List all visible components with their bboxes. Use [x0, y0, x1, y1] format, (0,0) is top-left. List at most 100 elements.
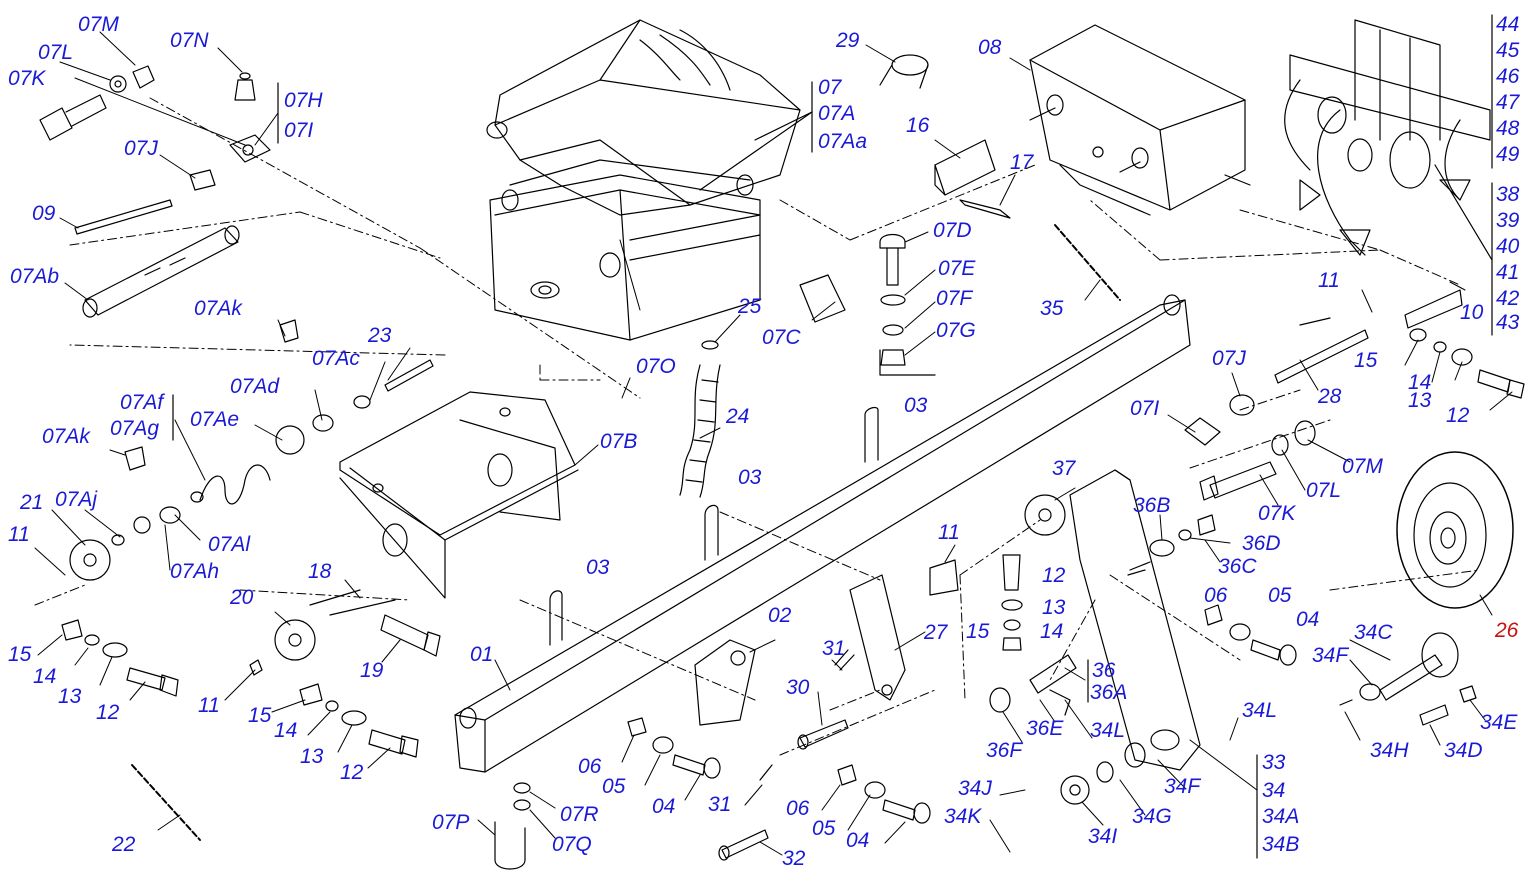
- part-callout-13[interactable]: 13: [1042, 596, 1066, 619]
- part-callout-34f[interactable]: 34F: [1312, 644, 1349, 667]
- part-callout-42[interactable]: 42: [1496, 287, 1520, 310]
- part-callout-34k[interactable]: 34K: [944, 805, 982, 828]
- part-callout-30[interactable]: 30: [786, 676, 810, 699]
- part-callout-41[interactable]: 41: [1496, 261, 1520, 284]
- part-callout-28[interactable]: 28: [1318, 385, 1342, 408]
- part-callout-07i[interactable]: 07I: [284, 119, 314, 142]
- part-callout-20[interactable]: 20: [230, 586, 254, 609]
- part-callout-12[interactable]: 12: [1042, 564, 1066, 587]
- part-callout-14[interactable]: 14: [33, 665, 57, 688]
- part-callout-21[interactable]: 21: [20, 491, 44, 514]
- part-callout-03[interactable]: 03: [904, 394, 928, 417]
- part-callout-25[interactable]: 25: [738, 295, 762, 318]
- part-callout-15[interactable]: 15: [8, 643, 32, 666]
- part-callout-07ac[interactable]: 07Ac: [312, 347, 360, 370]
- part-callout-34f[interactable]: 34F: [1164, 775, 1201, 798]
- part-callout-08[interactable]: 08: [978, 36, 1002, 59]
- part-callout-03[interactable]: 03: [738, 466, 762, 489]
- part-callout-15[interactable]: 15: [248, 704, 272, 727]
- part-callout-07a[interactable]: 07A: [818, 102, 856, 125]
- part-callout-14[interactable]: 14: [274, 719, 298, 742]
- part-callout-36[interactable]: 36: [1092, 659, 1116, 682]
- part-callout-12[interactable]: 12: [96, 701, 120, 724]
- part-callout-34[interactable]: 34: [1262, 779, 1286, 802]
- part-callout-46[interactable]: 46: [1496, 65, 1520, 88]
- part-callout-07ak[interactable]: 07Ak: [194, 297, 242, 320]
- part-callout-07ab[interactable]: 07Ab: [10, 265, 60, 288]
- part-callout-07ad[interactable]: 07Ad: [230, 375, 280, 398]
- part-callout-05[interactable]: 05: [602, 775, 626, 798]
- part-callout-47[interactable]: 47: [1496, 91, 1520, 114]
- part-callout-07e[interactable]: 07E: [938, 257, 976, 280]
- part-callout-07al[interactable]: 07Al: [208, 533, 251, 556]
- part-callout-44[interactable]: 44: [1496, 13, 1520, 36]
- part-callout-05[interactable]: 05: [1268, 584, 1292, 607]
- part-callout-16[interactable]: 16: [906, 114, 930, 137]
- part-callout-48[interactable]: 48: [1496, 117, 1520, 140]
- part-callout-06[interactable]: 06: [578, 755, 602, 778]
- part-callout-07r[interactable]: 07R: [560, 803, 599, 826]
- part-callout-03[interactable]: 03: [586, 556, 610, 579]
- part-callout-07d[interactable]: 07D: [933, 219, 972, 242]
- part-callout-07k[interactable]: 07K: [8, 67, 46, 90]
- part-callout-34a[interactable]: 34A: [1262, 805, 1300, 828]
- part-callout-07l[interactable]: 07L: [1306, 479, 1342, 502]
- part-callout-07g[interactable]: 07G: [936, 319, 976, 342]
- part-callout-39[interactable]: 39: [1496, 209, 1520, 232]
- part-callout-36f[interactable]: 36F: [986, 739, 1023, 762]
- part-callout-10[interactable]: 10: [1460, 301, 1484, 324]
- part-callout-36d[interactable]: 36D: [1242, 532, 1281, 555]
- part-callout-33[interactable]: 33: [1262, 751, 1286, 774]
- part-callout-15[interactable]: 15: [966, 620, 990, 643]
- part-callout-07af[interactable]: 07Af: [120, 391, 164, 414]
- part-callout-05[interactable]: 05: [812, 817, 836, 840]
- part-callout-07n[interactable]: 07N: [170, 29, 209, 52]
- part-callout-34b[interactable]: 34B: [1262, 833, 1300, 856]
- part-callout-04[interactable]: 04: [1296, 608, 1320, 631]
- part-callout-04[interactable]: 04: [846, 829, 870, 852]
- part-callout-12[interactable]: 12: [1446, 404, 1470, 427]
- part-callout-07i[interactable]: 07I: [1130, 397, 1160, 420]
- part-callout-19[interactable]: 19: [360, 659, 384, 682]
- part-callout-36b[interactable]: 36B: [1133, 494, 1171, 517]
- part-callout-36e[interactable]: 36E: [1026, 717, 1064, 740]
- part-callout-11[interactable]: 11: [938, 521, 960, 544]
- part-callout-34h[interactable]: 34H: [1370, 739, 1409, 762]
- part-callout-07ag[interactable]: 07Ag: [110, 417, 160, 440]
- part-callout-06[interactable]: 06: [786, 797, 810, 820]
- part-callout-07ah[interactable]: 07Ah: [170, 560, 220, 583]
- part-callout-34c[interactable]: 34C: [1354, 621, 1393, 644]
- part-callout-07k[interactable]: 07K: [1258, 502, 1296, 525]
- part-callout-34i[interactable]: 34I: [1088, 825, 1118, 848]
- part-callout-13[interactable]: 13: [300, 745, 324, 768]
- part-callout-14[interactable]: 14: [1040, 620, 1064, 643]
- part-callout-34d[interactable]: 34D: [1444, 739, 1483, 762]
- part-callout-07h[interactable]: 07H: [284, 89, 323, 112]
- part-callout-07j[interactable]: 07J: [1212, 347, 1246, 370]
- part-callout-07p[interactable]: 07P: [432, 811, 470, 834]
- part-callout-07b[interactable]: 07B: [600, 430, 638, 453]
- part-callout-36a[interactable]: 36A: [1090, 681, 1128, 704]
- part-callout-07q[interactable]: 07Q: [552, 833, 592, 856]
- part-callout-07m[interactable]: 07M: [1342, 455, 1383, 478]
- part-callout-11[interactable]: 11: [8, 523, 30, 546]
- part-callout-07ae[interactable]: 07Ae: [190, 408, 240, 431]
- part-callout-27[interactable]: 27: [924, 621, 948, 644]
- part-callout-11[interactable]: 11: [1318, 269, 1340, 292]
- part-callout-04[interactable]: 04: [652, 795, 676, 818]
- part-callout-13[interactable]: 13: [58, 685, 82, 708]
- part-callout-34j[interactable]: 34J: [958, 777, 992, 800]
- part-callout-07aa[interactable]: 07Aa: [818, 130, 868, 153]
- part-callout-01[interactable]: 01: [470, 643, 494, 666]
- part-callout-07aj[interactable]: 07Aj: [55, 488, 98, 511]
- part-callout-49[interactable]: 49: [1496, 143, 1520, 166]
- part-callout-06[interactable]: 06: [1204, 584, 1228, 607]
- part-callout-31[interactable]: 31: [708, 793, 732, 816]
- part-callout-45[interactable]: 45: [1496, 39, 1520, 62]
- part-callout-29[interactable]: 29: [836, 29, 860, 52]
- part-callout-22[interactable]: 22: [112, 833, 136, 856]
- part-callout-34l[interactable]: 34L: [1090, 719, 1126, 742]
- part-callout-43[interactable]: 43: [1496, 311, 1520, 334]
- part-callout-07l[interactable]: 07L: [38, 41, 74, 64]
- part-callout-34l[interactable]: 34L: [1242, 699, 1278, 722]
